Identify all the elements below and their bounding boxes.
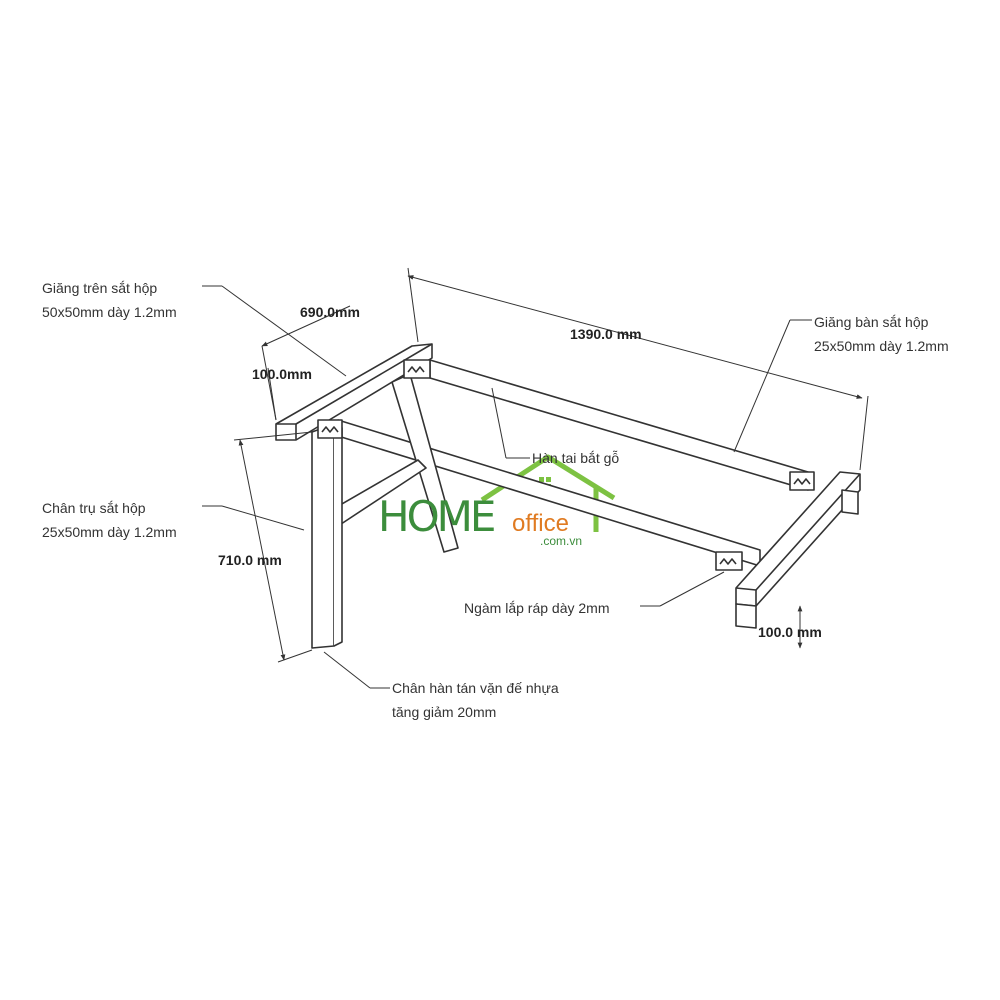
joint-plate-1 [403,359,431,379]
joint-plate-label: Ngàm lắp ráp dày 2mm [464,600,610,616]
left-front-leg [311,423,335,649]
logo-suffix: office [512,510,569,537]
top-rail-label-line1: Giăng trên sắt hộp [42,280,158,296]
leg-post-label-line2: 25x50mm dày 1.2mm [42,524,177,540]
leg-post-label-line1: Chân trụ sắt hộp [42,500,146,516]
logo-brand: HOME [378,492,496,541]
dimension-lines [233,267,869,663]
length-dimension: 1390.0 mm [570,326,642,342]
foot-label-line1: Chân hàn tán vặn đế nhựa [392,680,559,696]
right-front-leg [735,603,757,629]
logo-domain: .com.vn [540,534,583,548]
top-rail-label-line2: 50x50mm dày 1.2mm [42,304,177,320]
long-rail-label-line1: Giăng bàn sắt hộp [814,314,929,330]
joint-plate-4 [715,551,743,571]
right-rear-leg [841,489,859,515]
joint-plate-3 [789,471,815,491]
foot-label-line2: tăng giảm 20mm [392,704,497,720]
top-rail-height-dimension: 100.0mm [252,366,312,382]
foot-height-dimension: 100.0 mm [758,624,822,640]
weld-tab-label: Hàn tai bắt gỗ [532,450,620,466]
depth-dimension: 690.0mm [300,304,360,320]
leader-lines [202,285,812,689]
joint-plate-2 [317,419,343,439]
height-dimension: 710.0 mm [218,552,282,568]
long-rail-label-line2: 25x50mm dày 1.2mm [814,338,949,354]
